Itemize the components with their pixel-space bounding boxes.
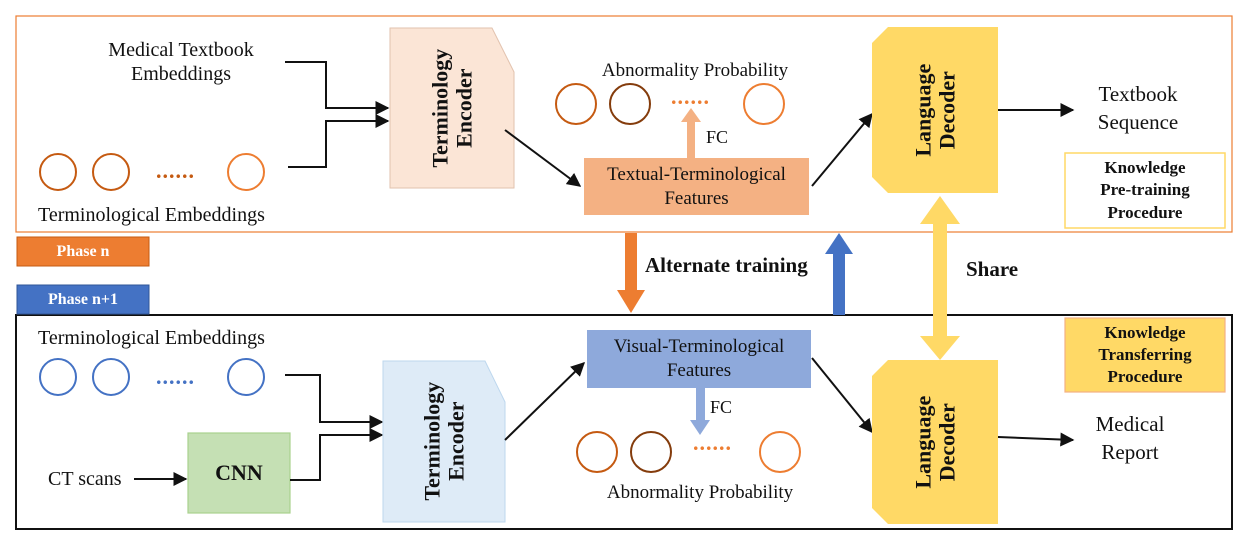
top-output-label: Textbook Sequence: [1097, 82, 1179, 135]
top-decoder-shape: [872, 27, 998, 193]
top-abnormality-circles: [555, 83, 785, 125]
bottom-abn-circle-2: [630, 431, 672, 473]
bottom-terminological-label: Terminological Embeddings: [38, 327, 265, 349]
bottom-encoder-shape: [382, 360, 506, 523]
cnn-box: [187, 432, 291, 514]
top-abn-circle-3: [743, 83, 785, 125]
top-terminological-circles: [39, 153, 265, 191]
bottom-terminological-circles: [39, 358, 265, 396]
top-decoder-label: Language Decoder: [872, 27, 998, 193]
bottom-ellipsis-abn: ......: [693, 430, 732, 455]
top-encoder-to-features: [504, 129, 582, 187]
share-label: Share: [966, 257, 1019, 281]
bottom-abn-circle-3: [759, 431, 801, 473]
bottom-encoder-text: Terminology Encoder: [418, 382, 468, 501]
top-features-box: [584, 158, 809, 215]
bottom-features-box: [587, 330, 811, 388]
transferring-panel: [15, 314, 1233, 530]
alternate-down-arrow: [617, 233, 645, 313]
top-ellipsis-left: ......: [156, 158, 195, 183]
bottom-input-arrows: [285, 374, 384, 481]
bottom-decoder-to-output: [997, 432, 1075, 447]
ct-scans-label: CT scans: [48, 468, 122, 490]
bottom-abn-circle-1: [576, 431, 618, 473]
top-term-circle-2: [92, 153, 130, 191]
bottom-term-circle-1: [39, 358, 77, 396]
top-encoder-text: Terminology Encoder: [426, 48, 476, 168]
bottom-output-label: Medical Report: [1095, 412, 1165, 465]
top-textbook-embeddings-label: Medical Textbook Embeddings: [108, 39, 254, 85]
bottom-fc-arrow: [690, 388, 710, 435]
bottom-term-circle-3: [227, 358, 265, 396]
share-double-arrow: [920, 196, 960, 360]
bottom-ellipsis-left: ......: [156, 364, 195, 389]
top-encoder-shape: [389, 27, 515, 189]
top-abn-circle-2: [609, 83, 651, 125]
top-input-arrows: [285, 61, 390, 168]
transferring-procedure-box: [1064, 317, 1226, 393]
bottom-features-label: Visual-Terminological Features: [613, 336, 785, 381]
top-features-label: Textual-Terminological Features: [607, 163, 786, 209]
alternate-training-label: Alternate training: [645, 253, 808, 277]
bottom-fc-label: FC: [710, 397, 733, 417]
bottom-decoder-label: Language Decoder: [872, 360, 998, 524]
top-term-circle-1: [39, 153, 77, 191]
cnn-label: CNN: [215, 460, 263, 486]
top-features-to-decoder: [811, 112, 873, 187]
top-terminological-label: Terminological Embeddings: [38, 204, 265, 226]
top-encoder-label: Terminology Encoder: [390, 28, 514, 188]
phase-n-label: Phase n: [56, 242, 110, 260]
phase-n-box: [16, 236, 150, 267]
pretraining-procedure-label: Knowledge Pre-training Procedure: [1100, 158, 1190, 222]
top-abn-circle-1: [555, 83, 597, 125]
bottom-abnormality-label: Abnormality Probability: [606, 482, 794, 503]
top-decoder-text: Language Decoder: [909, 63, 959, 157]
phase-n1-box: [16, 284, 150, 315]
phase-n1-label: Phase n+1: [47, 290, 118, 308]
top-fc-arrow: [681, 108, 701, 158]
bottom-decoder-shape: [872, 360, 998, 524]
bottom-encoder-to-features: [504, 362, 586, 441]
bottom-features-to-decoder: [811, 357, 873, 434]
alternate-up-arrow: [825, 233, 853, 315]
transferring-procedure-label: Knowledge Transferring Procedure: [1098, 322, 1192, 387]
pretraining-panel: [15, 15, 1233, 233]
top-abnormality-label: Abnormality Probability: [601, 60, 789, 81]
bottom-abnormality-circles: [576, 431, 801, 473]
pretraining-procedure-box: [1064, 152, 1226, 229]
bottom-encoder-label: Terminology Encoder: [383, 361, 505, 522]
top-ellipsis-abn: ......: [671, 84, 710, 109]
top-fc-label: FC: [706, 127, 729, 147]
bottom-term-circle-2: [92, 358, 130, 396]
bottom-decoder-text: Language Decoder: [909, 395, 959, 489]
top-term-circle-3: [227, 153, 265, 191]
